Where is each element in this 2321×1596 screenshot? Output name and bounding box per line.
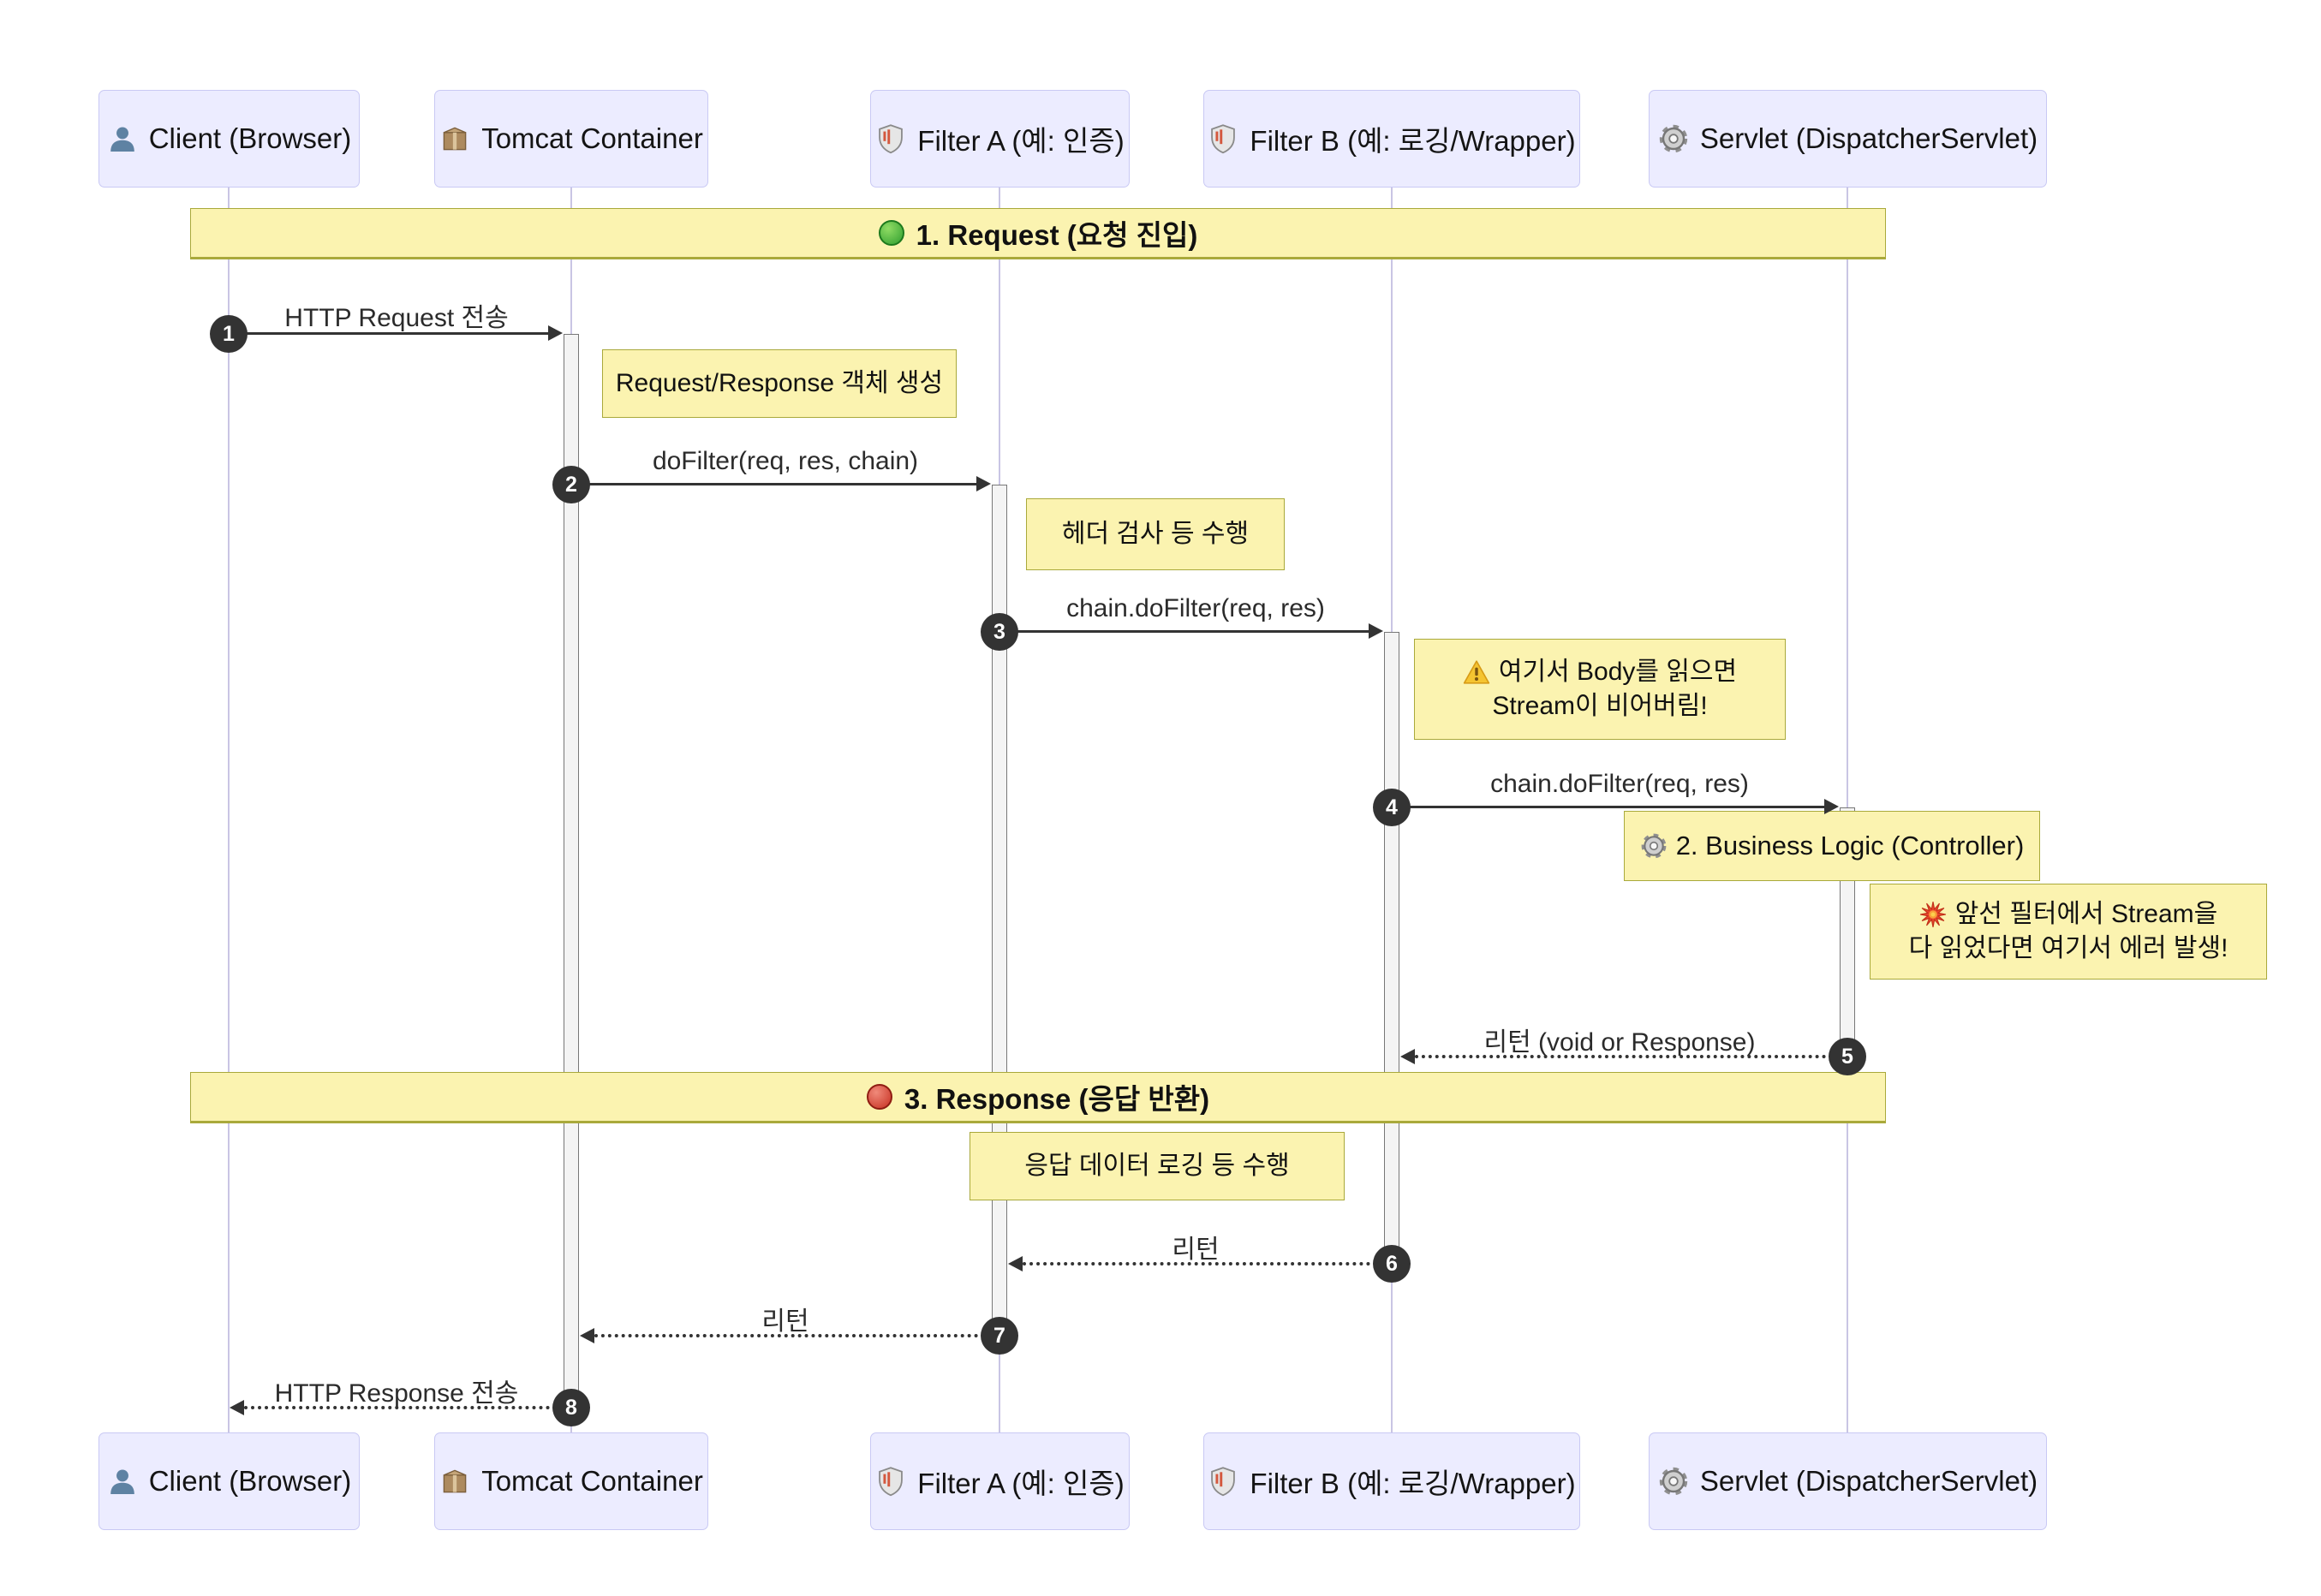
note-stream-error: 앞선 필터에서 Stream을 다 읽었다면 여기서 에러 발생! [1870,884,2267,980]
note-header-check-text: 헤더 검사 등 수행 [1061,519,1250,548]
actor-label-filter-a: Filter A (예: 인증) [917,1468,1125,1499]
actor-tomcat-bottom: Tomcat Container [434,1432,708,1530]
phase-banner-response: 3. Response (응답 반환) [190,1072,1886,1123]
actor-servlet-top: Servlet (DispatcherServlet) [1649,90,2047,188]
note-header-check: 헤더 검사 등 수행 [1026,498,1285,570]
sequence-badge-2: 2 [552,466,590,503]
message-7-arrow [580,1328,992,1343]
message-6-arrow [1008,1256,1384,1271]
shield-icon [878,123,904,154]
message-8-arrow [230,1400,564,1415]
sequence-badge-5: 5 [1829,1038,1866,1075]
package-icon [443,1469,467,1493]
sequence-badge-6: 6 [1373,1245,1411,1283]
actor-tomcat-top: Tomcat Container [434,90,708,188]
activation-filter-b [1384,632,1399,1264]
actor-client-bottom: Client (Browser) [98,1432,360,1530]
shield-icon [878,1466,904,1497]
message-3-label: chain.doFilter(req, res) [1066,594,1325,622]
message-4-label: chain.doFilter(req, res) [1490,770,1749,798]
gear-icon [1658,1466,1689,1497]
sequence-badge-4: 4 [1373,789,1411,826]
sequence-badge-8: 8 [552,1389,590,1426]
note-create-objects-text: Request/Response 객체 생성 [615,368,944,397]
gear-icon [1658,123,1689,154]
actor-label-servlet: Servlet (DispatcherServlet) [1699,122,2038,154]
actor-label-filter-a: Filter A (예: 인증) [917,125,1125,157]
message-5-arrow [1400,1049,1840,1064]
actor-label-client: Client (Browser) [148,1465,352,1497]
message-6-label: 리턴 [1172,1236,1220,1264]
phase-banner-request-label: 1. Request (요청 진입) [916,219,1198,251]
warning-icon [1463,660,1490,684]
message-3-arrow [1007,623,1383,639]
person-icon [110,1469,134,1494]
message-1-label: HTTP Request 전송 [284,304,509,332]
actor-label-tomcat: Tomcat Container [481,1465,703,1497]
note-body-warning-line1: 여기서 Body를 읽으면 [1498,657,1738,686]
actor-label-filter-b: Filter B (예: 로깅/Wrapper) [1250,1468,1576,1499]
note-create-objects: Request/Response 객체 생성 [602,349,957,418]
actor-filter-a-top: Filter A (예: 인증) [870,90,1130,188]
note-stream-error-line1: 앞선 필터에서 Stream을 [1954,899,2218,928]
note-business-logic: 2. Business Logic (Controller) [1624,811,2040,881]
message-4-arrow [1399,799,1839,814]
phase-banner-response-label: 3. Response (응답 반환) [904,1083,1210,1115]
lifeline-client [228,188,230,1432]
actor-label-client: Client (Browser) [148,122,352,154]
red-dot-icon [866,1084,892,1110]
message-2-label: doFilter(req, res, chain) [652,447,919,475]
sequence-badge-3: 3 [981,613,1018,651]
note-business-logic-text: 2. Business Logic (Controller) [1675,831,2025,861]
person-icon [110,127,134,152]
note-body-warning-line2: Stream이 비어버림! [1492,692,1708,720]
gear-icon [1640,832,1668,860]
package-icon [443,127,467,151]
message-2-arrow [579,476,991,491]
shield-icon [1211,1466,1236,1497]
actor-client-top: Client (Browser) [98,90,360,188]
actor-label-tomcat: Tomcat Container [481,122,703,154]
actor-filter-b-top: Filter B (예: 로깅/Wrapper) [1203,90,1580,188]
shield-icon [1211,123,1236,154]
sequence-badge-7: 7 [981,1317,1018,1355]
message-7-label: 리턴 [761,1307,809,1336]
message-8-label: HTTP Response 전송 [274,1379,519,1408]
actor-filter-b-bottom: Filter B (예: 로깅/Wrapper) [1203,1432,1580,1530]
phase-banner-request: 1. Request (요청 진입) [190,208,1886,259]
sequence-badge-1: 1 [210,315,248,353]
note-stream-error-line2: 다 읽었다면 여기서 에러 발생! [1908,934,2229,962]
green-dot-icon [878,220,904,246]
note-body-warning: 여기서 Body를 읽으면 Stream이 비어버림! [1414,639,1786,740]
collision-icon [1919,901,1947,928]
message-1-arrow [229,325,563,341]
note-response-logging: 응답 데이터 로깅 등 수행 [970,1132,1345,1200]
actor-filter-a-bottom: Filter A (예: 인증) [870,1432,1130,1530]
actor-servlet-bottom: Servlet (DispatcherServlet) [1649,1432,2047,1530]
message-5-label: 리턴 (void or Response) [1483,1028,1756,1057]
note-response-logging-text: 응답 데이터 로깅 등 수행 [1024,1151,1290,1180]
actor-label-servlet: Servlet (DispatcherServlet) [1699,1465,2038,1497]
actor-label-filter-b: Filter B (예: 로깅/Wrapper) [1250,125,1576,157]
